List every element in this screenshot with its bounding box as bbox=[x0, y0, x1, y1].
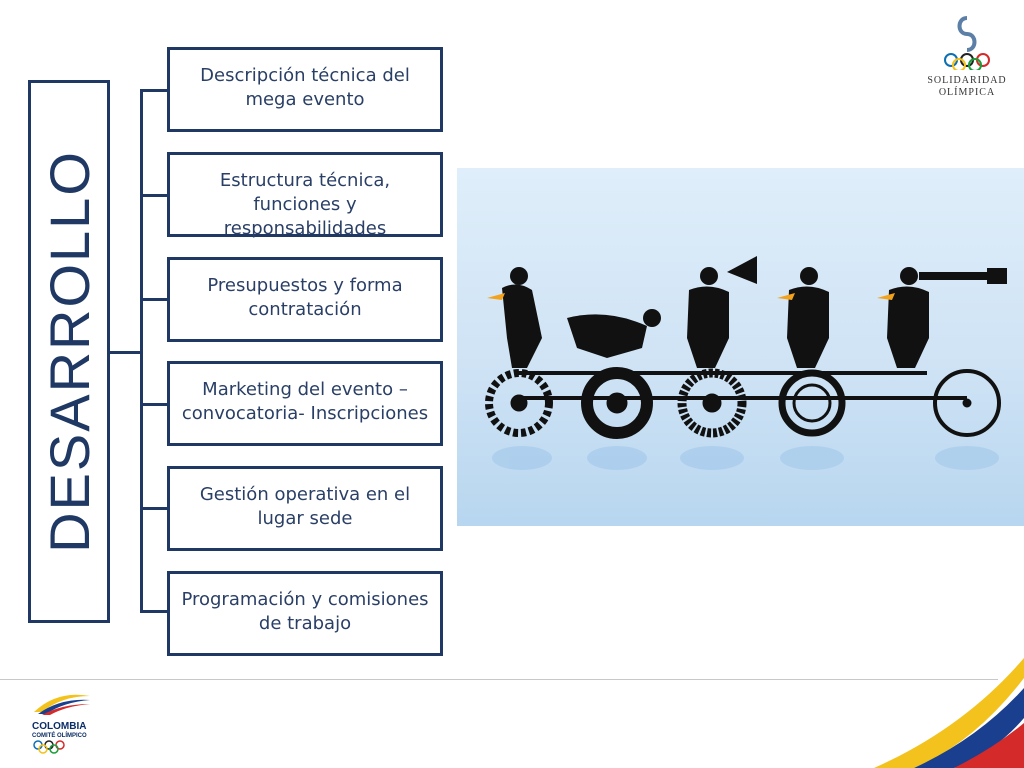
item-box-2: Estructura técnica, funciones y responsa… bbox=[167, 152, 443, 239]
vertical-title: DESARROLLO bbox=[37, 150, 101, 553]
bicycle-team-icon bbox=[485, 256, 1007, 470]
connector-branch-6 bbox=[140, 610, 167, 613]
footer-divider bbox=[0, 679, 998, 680]
flag-swoosh-icon bbox=[34, 694, 90, 715]
vertical-title-box: DESARROLLO bbox=[28, 80, 110, 623]
connector-vertical-spine bbox=[140, 89, 143, 612]
item-box-4: Marketing del evento – convocatoria- Ins… bbox=[167, 361, 443, 446]
item-label-2: Estructura técnica, funciones y responsa… bbox=[219, 170, 391, 239]
solidaridad-olimpica-logo: SOLIDARIDAD OLÍMPICA bbox=[924, 14, 1010, 99]
logo-top-line2: OLÍMPICA bbox=[938, 87, 996, 98]
olympic-rings-small-icon bbox=[33, 740, 65, 754]
logo-bottom-line1: COLOMBIA bbox=[32, 721, 87, 732]
connector-branch-4 bbox=[140, 403, 167, 406]
connector-main-horizontal bbox=[110, 351, 140, 354]
item-label-6: Programación y comisiones de trabajo bbox=[181, 589, 429, 634]
logo-top-line1: SOLIDARIDAD bbox=[927, 75, 1007, 86]
connector-branch-2 bbox=[140, 194, 167, 197]
item-label-5: Gestión operativa en el lugar sede bbox=[199, 484, 411, 529]
logo-bottom-line2: COMITÉ OLÍMPICO bbox=[32, 733, 87, 739]
item-box-3: Presupuestos y forma contratación bbox=[167, 257, 443, 342]
item-label-4: Marketing del evento – convocatoria- Ins… bbox=[181, 379, 429, 424]
item-label-3: Presupuestos y forma contratación bbox=[207, 275, 403, 320]
item-label-1: Descripción técnica del mega evento bbox=[200, 65, 410, 110]
item-box-1: Descripción técnica del mega evento bbox=[167, 47, 443, 132]
connector-branch-5 bbox=[140, 507, 167, 510]
item-box-5: Gestión operativa en el lugar sede bbox=[167, 466, 443, 551]
connector-branch-3 bbox=[140, 298, 167, 301]
colombia-olympic-logo: COLOMBIA COMITÉ OLÍMPICO bbox=[32, 690, 102, 759]
olympic-rings-icon bbox=[944, 16, 990, 72]
connector-branch-1 bbox=[140, 89, 167, 92]
team-bicycle-illustration bbox=[457, 168, 1024, 526]
item-box-6: Programación y comisiones de trabajo bbox=[167, 571, 443, 656]
flag-corner-swoosh-icon bbox=[874, 658, 1024, 768]
